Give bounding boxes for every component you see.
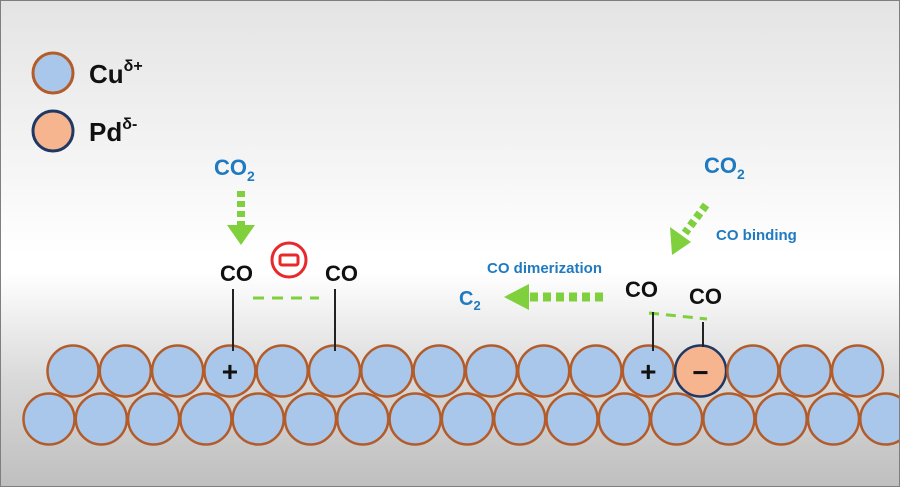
cu-atom xyxy=(179,392,233,446)
legend: Cuδ+ Pdδ- xyxy=(31,51,143,153)
cu-atom xyxy=(569,344,623,398)
cu-atom xyxy=(231,392,285,446)
cu-atom xyxy=(283,392,338,446)
cu-atom xyxy=(440,392,495,446)
left-co-right: CO xyxy=(325,261,358,286)
catalyst-surface: + + − xyxy=(22,344,899,446)
cu-atom xyxy=(255,344,309,398)
cu-atom xyxy=(150,344,205,398)
cu-atom xyxy=(464,344,519,398)
dimerization-arrowhead xyxy=(504,284,529,310)
cu-atom xyxy=(702,392,756,446)
svg-text:Cuδ+: Cuδ+ xyxy=(89,58,143,89)
cu-atom xyxy=(22,392,76,446)
minus-in-circle-icon xyxy=(270,241,308,279)
legend-cu-label: Cu xyxy=(89,59,124,89)
legend-pd-superscript: δ- xyxy=(122,116,137,133)
right-co-co-coupling xyxy=(648,311,708,321)
co-binding-label: CO binding xyxy=(716,227,797,244)
cu-atom xyxy=(859,392,899,446)
legend-cu-swatch xyxy=(31,51,75,95)
cu-atom xyxy=(126,392,181,446)
cu-atom xyxy=(74,392,129,446)
cu-atom xyxy=(492,392,547,446)
product-c2-main: C xyxy=(459,288,473,310)
legend-pd-swatch xyxy=(31,109,75,153)
right-cu-charge: + xyxy=(640,356,656,387)
svg-text:CO2: CO2 xyxy=(214,155,255,184)
left-co-left: CO xyxy=(220,261,253,286)
cu-atom xyxy=(336,392,390,446)
cu-atom xyxy=(516,344,571,398)
cu-atom xyxy=(46,344,100,398)
right-co2-arrow xyxy=(681,202,710,236)
svg-text:Pdδ-: Pdδ- xyxy=(89,116,137,147)
cu-atom xyxy=(412,344,466,398)
legend-cu-superscript: δ+ xyxy=(124,58,143,75)
left-mechanism: CO2 CO CO xyxy=(214,155,358,351)
cu-atom xyxy=(388,392,442,446)
pd-charge: − xyxy=(692,357,708,388)
cu-atom xyxy=(754,392,808,446)
right-co-left: CO xyxy=(625,277,658,302)
svg-text:CO2: CO2 xyxy=(704,153,745,182)
left-co2-sub: 2 xyxy=(247,168,255,184)
cu-atom xyxy=(778,344,832,398)
right-co2-sub: 2 xyxy=(737,166,745,182)
cu-atom xyxy=(307,344,362,398)
cu-atom xyxy=(98,344,153,398)
svg-text:C2: C2 xyxy=(459,288,481,313)
cu-atom xyxy=(830,344,885,398)
cu-atom xyxy=(203,344,257,398)
cu-atom xyxy=(649,392,704,446)
cu-atom xyxy=(597,392,652,446)
right-co2-arrowhead xyxy=(670,227,691,255)
cu-atom xyxy=(545,392,599,446)
cu-atom xyxy=(806,392,861,446)
right-co2-main: CO xyxy=(704,153,737,178)
cu-atom xyxy=(726,344,780,398)
left-co2-main: CO xyxy=(214,155,247,180)
cu-atom xyxy=(360,344,414,398)
product-c2-sub: 2 xyxy=(473,298,480,313)
left-co2-arrowhead xyxy=(227,225,255,245)
right-mechanism: CO2 CO binding CO dimerization C2 CO CO xyxy=(459,153,797,351)
legend-pd-label: Pd xyxy=(89,117,122,147)
co-dimerization-label: CO dimerization xyxy=(487,260,602,277)
right-co-right: CO xyxy=(689,284,722,309)
left-cu-charge: + xyxy=(222,356,238,387)
cu-atom xyxy=(621,344,676,398)
pd-atom xyxy=(673,344,728,398)
